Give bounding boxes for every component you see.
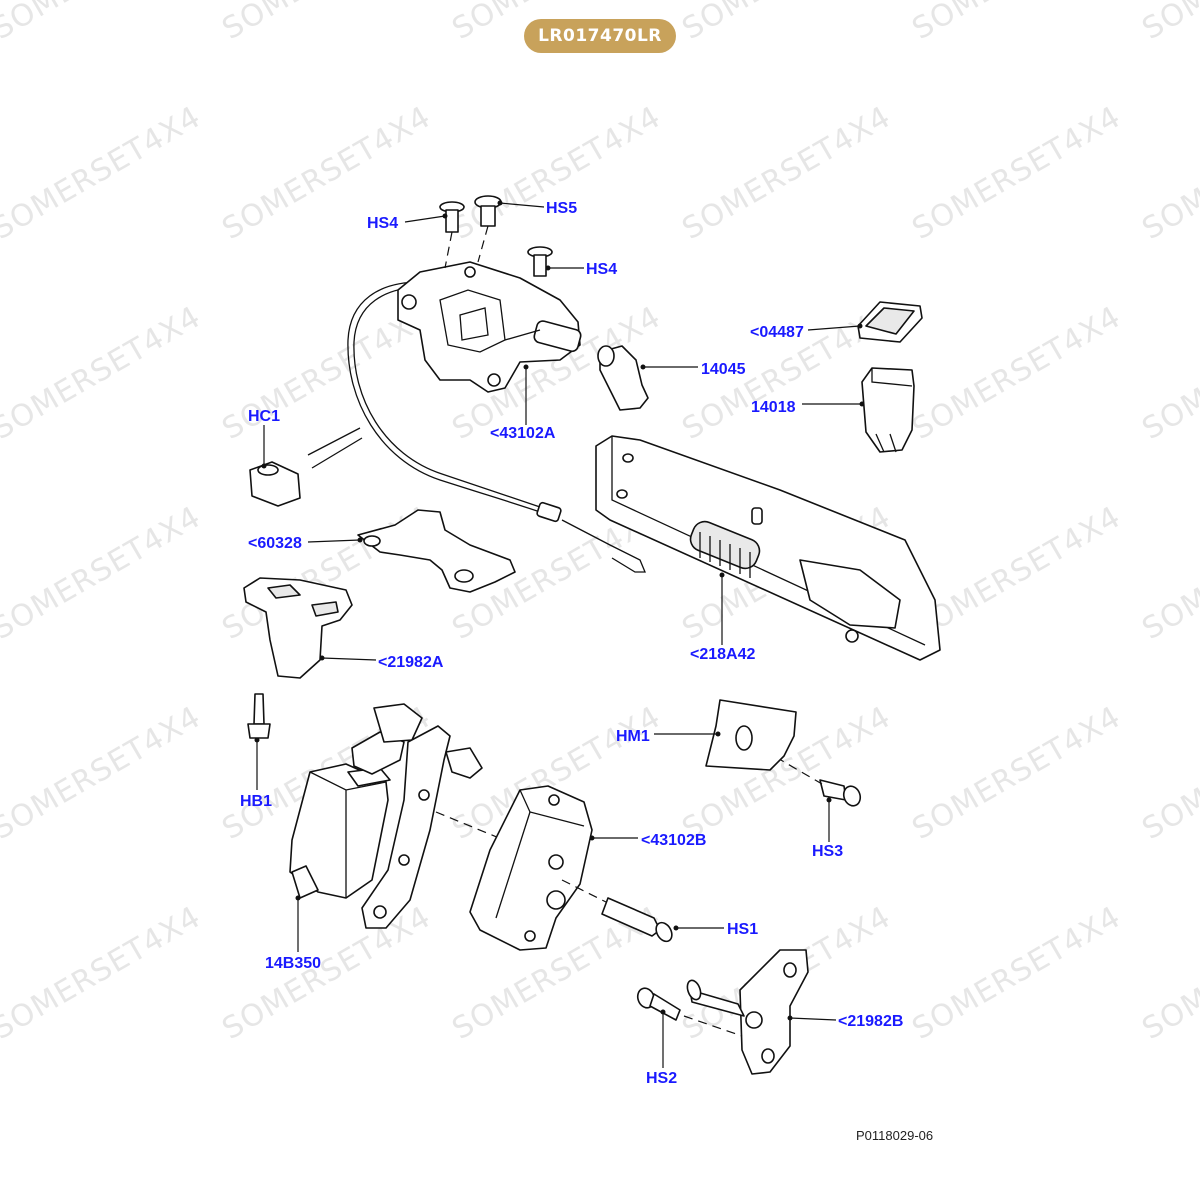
watermark-text: SOMERSET4X4 xyxy=(1137,99,1200,247)
watermark-text: SOMERSET4X4 xyxy=(217,0,437,47)
watermark-text: SOMERSET4X4 xyxy=(0,499,207,647)
latch-43102b xyxy=(469,785,593,951)
callout-hs5: HS5 xyxy=(546,200,577,217)
cable-clip-hc1 xyxy=(249,427,363,507)
watermark-text: SOMERSET4X4 xyxy=(907,499,1127,647)
bolt-hs2 xyxy=(636,987,681,1021)
screw-hs4-top-left xyxy=(439,201,465,233)
watermark-text: SOMERSET4X4 xyxy=(1137,0,1200,47)
callout-hc1: HC1 xyxy=(248,408,280,425)
callout-43102a: <43102A xyxy=(490,425,556,442)
striker-plate-21982b xyxy=(686,949,809,1075)
watermark-text: SOMERSET4X4 xyxy=(0,899,207,1047)
watermark-text: SOMERSET4X4 xyxy=(907,99,1127,247)
watermark-text: SOMERSET4X4 xyxy=(0,99,207,247)
callout-hm1: HM1 xyxy=(616,728,650,745)
callout-hs4-right: HS4 xyxy=(586,261,617,278)
watermark-text: SOMERSET4X4 xyxy=(447,0,667,47)
callout-labels: HS4 HS5 HS4 <04487 14045 <43102A 14018 H… xyxy=(240,200,903,1087)
watermark-text: SOMERSET4X4 xyxy=(907,0,1127,47)
bolt-hs3 xyxy=(819,779,862,807)
connector-14045 xyxy=(597,345,649,411)
switch-cover-04487 xyxy=(857,301,923,343)
callout-hb1: HB1 xyxy=(240,793,272,810)
leader-lines xyxy=(254,200,865,1068)
watermark-text: SOMERSET4X4 xyxy=(0,0,207,47)
watermark-text: SOMERSET4X4 xyxy=(1137,899,1200,1047)
watermark-text: SOMERSET4X4 xyxy=(0,699,207,847)
watermark-text: SOMERSET4X4 xyxy=(1137,699,1200,847)
watermark-text: SOMERSET4X4 xyxy=(0,299,207,447)
callout-14018: 14018 xyxy=(751,399,796,416)
callout-21982b: <21982B xyxy=(838,1013,903,1030)
bracket-60328 xyxy=(357,509,516,593)
lever-bracket xyxy=(361,725,483,929)
watermark-text: SOMERSET4X4 xyxy=(217,899,437,1047)
latch-assembly-43102a xyxy=(397,261,582,393)
callout-04487: <04487 xyxy=(750,324,804,341)
watermark-text: SOMERSET4X4 xyxy=(1137,499,1200,647)
motor-14b350 xyxy=(289,703,423,899)
part-number-badge: LR017470LR xyxy=(524,19,676,53)
callout-43102b: <43102B xyxy=(641,832,706,849)
callout-14045: 14045 xyxy=(701,361,746,378)
watermark-text: SOMERSET4X4 xyxy=(217,99,437,247)
callout-hs2: HS2 xyxy=(646,1070,677,1087)
figure-reference: P0118029-06 xyxy=(856,1128,934,1143)
bolt-hb1 xyxy=(247,693,271,739)
switch-14018 xyxy=(861,367,915,453)
striker-21982a xyxy=(243,577,353,679)
watermark-text: SOMERSET4X4 xyxy=(677,0,897,47)
callout-14b350: 14B350 xyxy=(265,955,321,972)
callout-21982a: <21982A xyxy=(378,654,444,671)
watermark-text: SOMERSET4X4 xyxy=(447,99,667,247)
bolt-hs1 xyxy=(601,897,673,943)
actuator-218a42 xyxy=(595,435,941,661)
watermark-text: SOMERSET4X4 xyxy=(907,299,1127,447)
block-hm1 xyxy=(705,699,797,771)
screw-hs5 xyxy=(474,195,502,227)
callout-218a42: <218A42 xyxy=(690,646,755,663)
watermark-text: SOMERSET4X4 xyxy=(677,99,897,247)
watermark-text: SOMERSET4X4 xyxy=(907,899,1127,1047)
callout-hs1: HS1 xyxy=(727,921,758,938)
callout-hs4-top-left: HS4 xyxy=(367,215,398,232)
screw-hs4-right xyxy=(527,246,553,277)
watermark-text: SOMERSET4X4 xyxy=(907,699,1127,847)
release-cable xyxy=(347,281,646,573)
callout-hs3: HS3 xyxy=(812,843,843,860)
callout-60328: <60328 xyxy=(248,535,302,552)
watermark-text: SOMERSET4X4 xyxy=(1137,299,1200,447)
